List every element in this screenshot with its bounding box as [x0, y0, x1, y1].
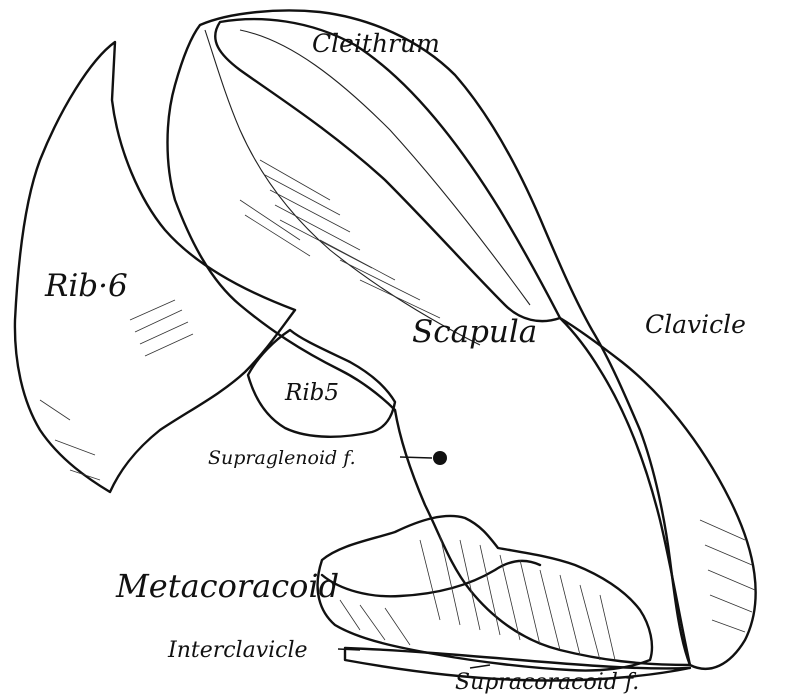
- supraglenoid-foramen-dot: [433, 451, 447, 465]
- label-metacoracoid: Metacoracoid: [115, 567, 339, 605]
- label-supracoracoid: Supracoracoid f.: [455, 670, 639, 695]
- supraglenoid-leader: [400, 457, 432, 458]
- label-clavicle: Clavicle: [645, 310, 746, 339]
- label-cleithrum: Cleithrum: [312, 29, 440, 58]
- label-rib-5: Rib5: [284, 380, 339, 406]
- rib-6-bone: [15, 42, 295, 492]
- interclavicle-leader: [338, 649, 360, 650]
- label-interclavicle: Interclavicle: [167, 638, 308, 663]
- label-rib-6: Rib·6: [44, 268, 128, 304]
- supracoracoid-leader: [470, 665, 490, 668]
- metacoracoid-bone: [318, 516, 652, 671]
- label-supraglenoid: Supraglenoid f.: [208, 447, 356, 469]
- label-scapula: Scapula: [412, 314, 537, 350]
